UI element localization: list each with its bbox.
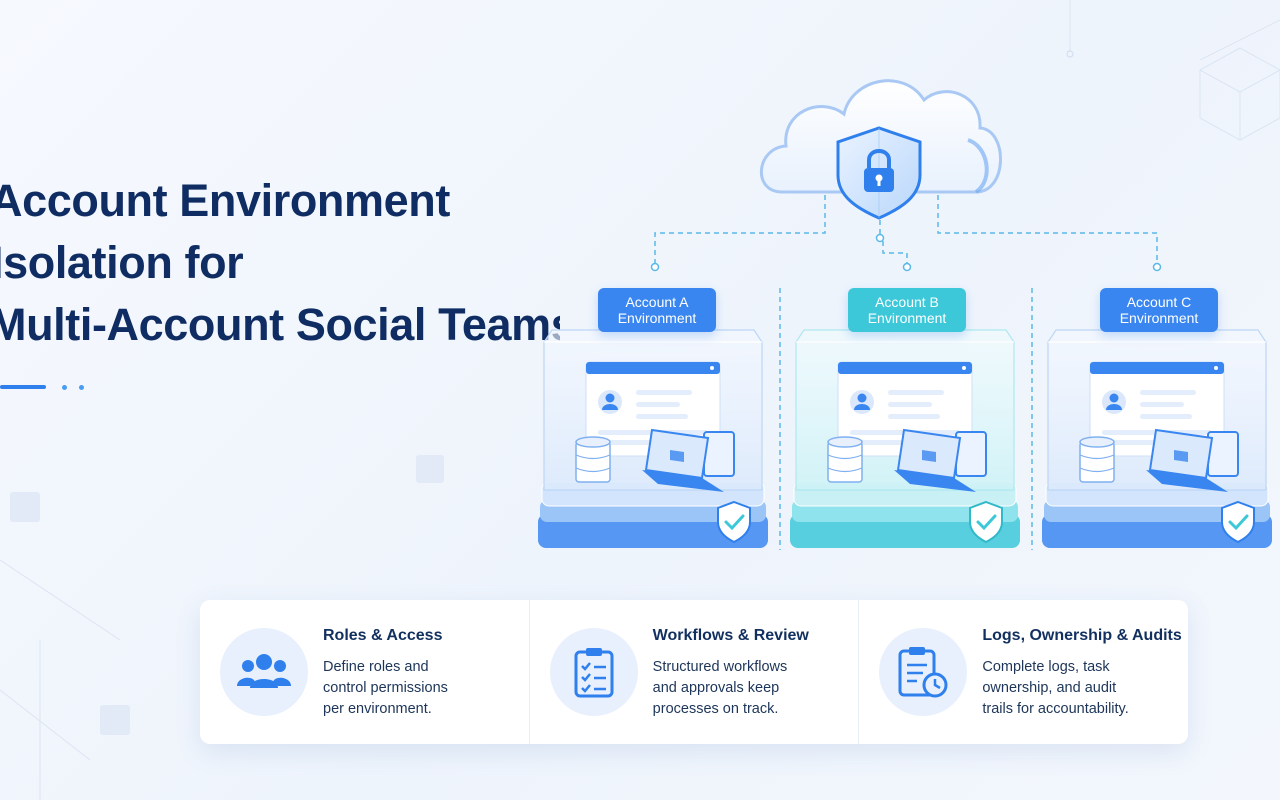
database-ring xyxy=(575,467,611,473)
database-ring xyxy=(1079,467,1115,473)
check-mark xyxy=(976,514,997,531)
title-line-3: Multi-Account Social Teams xyxy=(0,299,560,350)
env-label-account-a: Account A Environment xyxy=(598,288,716,332)
profile-avatar-head xyxy=(605,393,615,403)
feature-card-roles-access: Roles & Access Define roles and control … xyxy=(200,600,529,744)
users-icon xyxy=(220,628,308,716)
feature-desc-line: Structured workflows xyxy=(652,659,788,675)
feature-desc-line: processes on track. xyxy=(652,701,779,717)
title-line-2: Isolation for xyxy=(0,237,244,288)
profile-avatar-head xyxy=(1109,393,1119,403)
feature-desc-line: per environment. xyxy=(323,701,432,717)
feature-title: Roles & Access xyxy=(323,627,443,644)
database-icon xyxy=(575,441,611,483)
log-clock-icon xyxy=(879,628,968,716)
check-mark xyxy=(1228,514,1249,531)
diagram-graphics xyxy=(538,79,1272,550)
browser-titlebar xyxy=(1090,362,1224,374)
feature-desc-line: trails for accountability. xyxy=(982,701,1129,717)
content-line xyxy=(1140,390,1196,395)
env-label-line: Environment xyxy=(617,310,697,326)
env-label-line: Account C xyxy=(1126,294,1192,310)
laptop-screen-icon xyxy=(922,450,936,462)
profile-avatar-body xyxy=(602,404,618,410)
env-label-account-b: Account B Environment xyxy=(848,288,966,332)
env-label-line: Environment xyxy=(1119,310,1199,326)
title-line-1: Account Environment xyxy=(0,175,450,226)
profile-avatar-body xyxy=(854,404,870,410)
platform-base xyxy=(790,514,1020,548)
browser-titlebar xyxy=(586,362,720,374)
content-line xyxy=(636,402,680,407)
title-accent-dot xyxy=(62,385,67,390)
content-line xyxy=(636,390,692,395)
feature-title: Logs, Ownership & Audits xyxy=(982,627,1182,644)
clipboard-checklist-icon xyxy=(549,628,638,716)
database-ring xyxy=(575,454,611,460)
database-icon xyxy=(827,441,863,483)
shield-lock-icon xyxy=(836,126,922,220)
feature-desc-line: ownership, and audit xyxy=(982,680,1117,696)
laptop-screen-icon xyxy=(1174,450,1188,462)
feature-title: Workflows & Review xyxy=(652,627,809,644)
feature-desc-line: Complete logs, task xyxy=(982,659,1110,675)
env-label-line: Environment xyxy=(867,310,947,326)
feature-card-logs-ownership-audits: Logs, Ownership & Audits Complete logs, … xyxy=(858,600,1188,744)
feature-description: Define roles and control permissions per… xyxy=(323,657,513,720)
browser-dot xyxy=(962,366,966,370)
content-line xyxy=(888,414,940,419)
check-shield-icon xyxy=(1221,500,1255,544)
database-top xyxy=(827,436,863,448)
content-line xyxy=(888,402,932,407)
env-label-line: Account A xyxy=(625,294,689,310)
env-label-account-c: Account C Environment xyxy=(1100,288,1218,332)
title-accent-dot xyxy=(79,385,84,390)
laptop-keyboard xyxy=(894,470,976,492)
environment-stack xyxy=(790,329,1020,548)
content-line xyxy=(636,414,688,419)
browser-dot xyxy=(710,366,714,370)
env-label-line: Account B xyxy=(875,294,939,310)
feature-card-workflows-review: Workflows & Review Structured workflows … xyxy=(528,600,859,744)
database-ring xyxy=(1079,454,1115,460)
browser-titlebar xyxy=(838,362,972,374)
platform-base xyxy=(538,514,768,548)
connector-nodes xyxy=(650,233,1162,272)
content-line xyxy=(1140,414,1192,419)
check-mark xyxy=(724,514,745,531)
content-line xyxy=(888,390,944,395)
database-top xyxy=(575,436,611,448)
feature-description: Complete logs, task ownership, and audit… xyxy=(982,657,1172,720)
feature-cards: Roles & Access Define roles and control … xyxy=(200,600,1188,744)
content-line xyxy=(1140,402,1184,407)
page-title: Account Environment Isolation for Multi-… xyxy=(0,170,560,356)
profile-avatar-head xyxy=(857,393,867,403)
feature-desc-line: control permissions xyxy=(323,680,448,696)
laptop-keyboard xyxy=(1146,470,1228,492)
feature-description: Structured workflows and approvals keep … xyxy=(653,657,843,720)
platform-base xyxy=(1042,514,1272,548)
environment-stack xyxy=(538,329,768,548)
profile-avatar-body xyxy=(1106,404,1122,410)
environment-stack xyxy=(1042,329,1272,548)
check-shield-icon xyxy=(969,500,1003,544)
title-accent-bar xyxy=(0,385,46,389)
laptop-keyboard xyxy=(642,470,724,492)
check-shield-icon xyxy=(717,500,751,544)
browser-dot xyxy=(1214,366,1218,370)
environment-isolation-diagram: Account A Environment Account B Environm… xyxy=(520,30,1280,570)
feature-desc-line: Define roles and xyxy=(323,659,429,675)
database-icon xyxy=(1079,441,1115,483)
connector-lines xyxy=(654,195,1158,550)
database-top xyxy=(1079,436,1115,448)
database-ring xyxy=(827,467,863,473)
database-ring xyxy=(827,454,863,460)
laptop-screen-icon xyxy=(670,450,684,462)
feature-desc-line: and approvals keep xyxy=(652,680,780,696)
